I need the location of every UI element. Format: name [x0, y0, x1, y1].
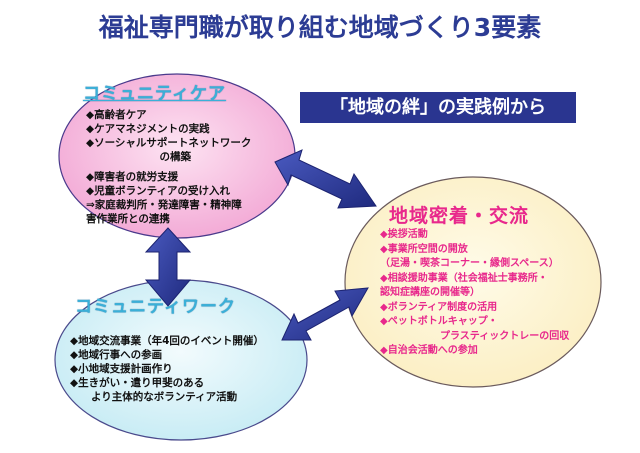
list-item: ◆障害者の就労支援 — [86, 171, 179, 183]
list-item: より主体的なボランティア活動 — [70, 391, 238, 403]
practice-banner: 「地域の絆」の実践例から — [300, 92, 576, 123]
upper-diagonal-double-arrow — [274, 149, 377, 209]
list-item: の構築 — [86, 151, 191, 163]
list-item: ◆地域交流事業（年4回のイベント開催） — [70, 335, 264, 347]
list-item: ◆児童ボランティアの受け入れ — [86, 185, 230, 197]
list-item: ◆ペットボトルキャップ・ — [380, 316, 498, 327]
list-item: ◆ソーシャルサポートネットワーク — [86, 137, 252, 149]
local-exchange-circle — [344, 176, 602, 388]
lower-diagonal-double-arrow — [281, 287, 369, 341]
local-exchange-list: ◆挨拶活動 ◆事業所空間の開放 （足湯・喫茶コーナー・縁側スペース） ◆相談援助… — [380, 228, 569, 359]
vertical-double-arrow — [144, 227, 192, 307]
list-item: ◆高齢者ケア — [86, 109, 147, 121]
list-item: ⇒家庭裁判所・発達障害・精神障 — [86, 199, 242, 211]
list-item: ◆小地域支援計画作り — [70, 363, 173, 375]
community-care-title: コミュニティケア — [83, 84, 226, 104]
list-item: ◆事業所空間の開放 — [380, 243, 468, 255]
list-item: ◆生きがい・遣り甲斐のある — [70, 377, 205, 389]
list-item: ◆ケアマネジメントの実践 — [86, 123, 210, 135]
list-item: 認知症講座の開催等） — [380, 287, 480, 298]
community-care-list: ◆高齢者ケア ◆ケアマネジメントの実践 ◆ソーシャルサポートネットワーク の構築… — [86, 108, 251, 226]
list-item: ◆挨拶活動 — [380, 229, 428, 240]
list-item: ◆相談援助事業（社会福祉士事務所・ — [380, 272, 548, 284]
community-work-title: コミュニティワーク — [75, 297, 236, 317]
list-item: ◆自治会活動への参加 — [380, 345, 478, 356]
list-item: プラスティックトレーの回収 — [380, 330, 570, 342]
list-item: 害作業所との連携 — [86, 213, 170, 225]
local-exchange-title: 地域密着・交流 — [389, 205, 530, 227]
list-item: ◆ボランティア制度の活用 — [380, 301, 498, 313]
list-item: （足湯・喫茶コーナー・縁側スペース） — [380, 258, 559, 269]
page-title: 福祉専門職が取り組む地域づくり3要素 — [98, 13, 542, 42]
list-item: ◆地域行事への参画 — [70, 349, 163, 361]
community-work-list: ◆地域交流事業（年4回のイベント開催） ◆地域行事への参画 ◆小地域支援計画作り… — [70, 334, 264, 404]
